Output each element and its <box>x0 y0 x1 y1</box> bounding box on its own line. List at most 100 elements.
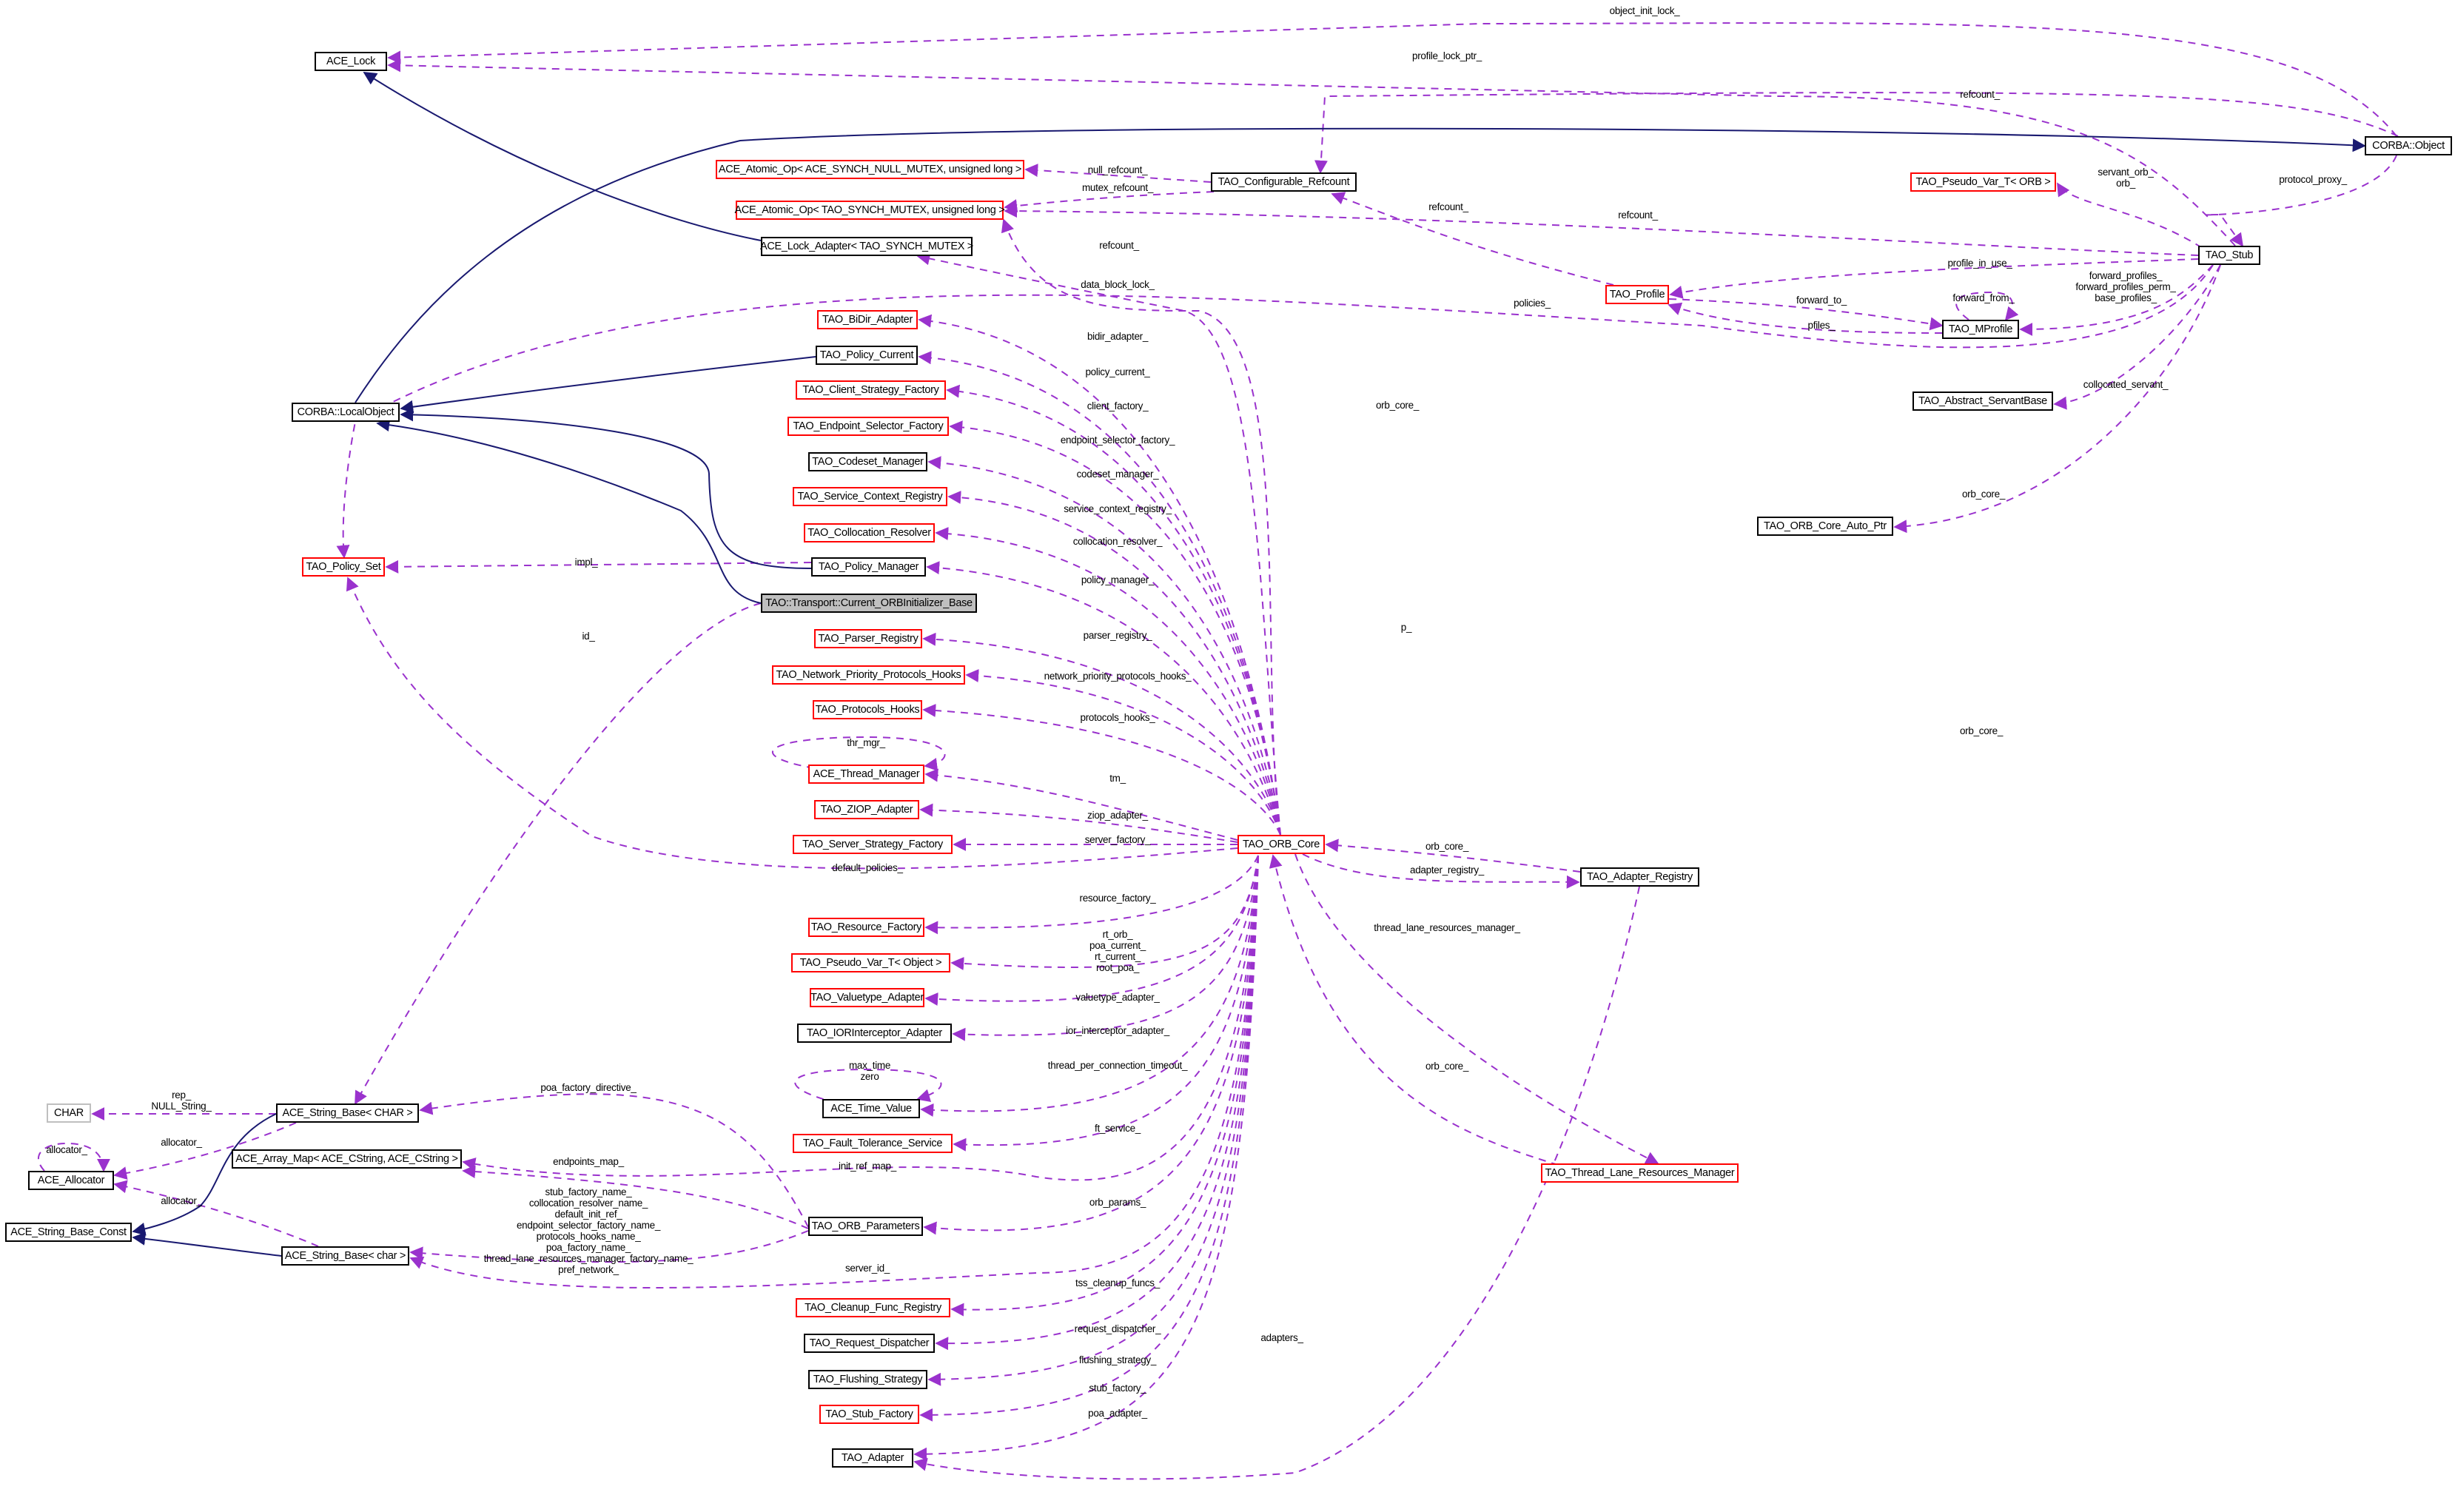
class-node-fault-tolerance-service[interactable]: TAO_Fault_Tolerance_Service <box>793 1134 953 1153</box>
usage-edge <box>1668 298 1944 331</box>
class-node-tao-mprofile[interactable]: TAO_MProfile <box>1942 320 2019 339</box>
class-node-stub-factory[interactable]: TAO_Stub_Factory <box>819 1405 919 1424</box>
usage-edge <box>926 561 1281 836</box>
usage-edge <box>1302 853 1580 889</box>
class-node-label: TAO_Endpoint_Selector_Factory <box>793 420 944 432</box>
usage-edge <box>1004 204 2199 256</box>
usage-edge <box>1331 192 1614 286</box>
class-node-local-object[interactable]: CORBA::LocalObject <box>292 403 400 422</box>
class-node-label: ACE_Allocator <box>37 1174 105 1186</box>
edge-label: ziop_adapter_ <box>1087 810 1148 821</box>
edge-label: tss_cleanup_funcs_ <box>1075 1277 1160 1288</box>
edge-label: orb_core_ <box>1959 725 2004 736</box>
class-node-label: TAO_BiDir_Adapter <box>822 313 913 326</box>
class-node-label: ACE_Atomic_Op< ACE_SYNCH_NULL_MUTEX, uns… <box>718 163 1022 175</box>
class-node-orb-core-auto-ptr[interactable]: TAO_ORB_Core_Auto_Ptr <box>1757 517 1893 536</box>
class-node-label: TAO_Cleanup_Func_Registry <box>805 1301 941 1314</box>
edge-label: adapters_ <box>1260 1332 1303 1343</box>
class-node-pseudo-var-object[interactable]: TAO_Pseudo_Var_T< Object > <box>791 953 950 972</box>
edge-label: profile_in_use_ <box>1947 258 2012 269</box>
class-node-bidir-adapter[interactable]: TAO_BiDir_Adapter <box>817 310 918 329</box>
class-node-ace-lock[interactable]: ACE_Lock <box>315 52 387 71</box>
class-node-char[interactable]: CHAR <box>47 1103 91 1123</box>
edge-label: refcount_ <box>1099 240 1139 251</box>
edge-label: endpoint_selector_factory_ <box>1060 434 1175 446</box>
usage-edge <box>922 632 1281 836</box>
class-node-service-context-registry[interactable]: TAO_Service_Context_Registry <box>793 487 947 506</box>
usage-edge <box>1314 92 2399 174</box>
class-node-network-priority-hooks[interactable]: TAO_Network_Priority_Protocols_Hooks <box>772 665 965 685</box>
class-node-label: TAO_Collocation_Resolver <box>807 526 931 539</box>
usage-edge <box>953 855 1259 1152</box>
class-node-codeset-manager[interactable]: TAO_Codeset_Manager <box>808 452 927 471</box>
class-node-resource-factory[interactable]: TAO_Resource_Factory <box>808 918 924 937</box>
class-node-parser-registry[interactable]: TAO_Parser_Registry <box>814 629 922 648</box>
class-node-corba-object[interactable]: CORBA::Object <box>2365 136 2452 155</box>
class-node-adapter-registry[interactable]: TAO_Adapter_Registry <box>1580 867 1699 887</box>
usage-edge <box>1294 853 1659 1164</box>
edge-label: valuetype_adapter_ <box>1075 992 1160 1003</box>
usage-edge <box>794 1068 942 1103</box>
class-node-label: ACE_Thread_Manager <box>813 767 920 780</box>
class-node-time-value[interactable]: ACE_Time_Value <box>822 1099 920 1118</box>
class-node-tao-adapter[interactable]: TAO_Adapter <box>832 1448 913 1468</box>
class-node-flushing-strategy[interactable]: TAO_Flushing_Strategy <box>808 1370 927 1389</box>
class-node-label: ACE_String_Base< char > <box>284 1249 406 1262</box>
class-node-lock-adapter[interactable]: ACE_Lock_Adapter< TAO_SYNCH_MUTEX > <box>760 237 973 256</box>
edge-label: rep_ NULL_String_ <box>151 1089 212 1112</box>
edge-label: stub_factory_name_ collocation_resolver_… <box>483 1186 693 1275</box>
class-node-protocols-hooks[interactable]: TAO_Protocols_Hooks <box>813 700 922 719</box>
edge-label: orb_params_ <box>1089 1197 1146 1208</box>
edge-label: max_time zero <box>848 1060 891 1082</box>
usage-edge <box>346 577 1238 870</box>
usage-edge <box>952 855 1259 1041</box>
class-node-cleanup-func-registry[interactable]: TAO_Cleanup_Func_Registry <box>796 1298 950 1317</box>
edge-label: refcount_ <box>1618 209 1658 221</box>
edge-label: flushing_strategy_ <box>1078 1354 1157 1365</box>
class-node-abstract-servantbase[interactable]: TAO_Abstract_ServantBase <box>1912 392 2053 411</box>
class-node-policy-current[interactable]: TAO_Policy_Current <box>816 346 918 365</box>
edge-label: servant_orb_ orb_ <box>2098 167 2154 189</box>
edge-label: ior_interceptor_adapter_ <box>1066 1025 1169 1036</box>
class-node-iorinterceptor-adapter[interactable]: TAO_IORInterceptor_Adapter <box>797 1024 952 1043</box>
usage-edge <box>772 736 946 771</box>
usage-edges <box>37 22 2399 1480</box>
edge-label: thread_per_connection_timeout_ <box>1047 1060 1188 1071</box>
class-node-tao-profile[interactable]: TAO_Profile <box>1605 285 1669 304</box>
class-node-configurable-refcount[interactable]: TAO_Configurable_Refcount <box>1211 172 1357 192</box>
class-node-orb-core[interactable]: TAO_ORB_Core <box>1237 835 1325 854</box>
usage-edge <box>1893 264 2221 534</box>
edge-label: poa_factory_directive_ <box>540 1082 637 1093</box>
class-node-thread-lane-resources-manager[interactable]: TAO_Thread_Lane_Resources_Manager <box>1541 1163 1739 1183</box>
class-node-string-base-CHAR[interactable]: ACE_String_Base< CHAR > <box>276 1103 419 1123</box>
edge-label: forward_from_ <box>1952 292 2015 303</box>
class-node-policy-manager[interactable]: TAO_Policy_Manager <box>811 557 926 577</box>
usage-edge <box>387 22 2397 137</box>
class-node-tao-stub[interactable]: TAO_Stub <box>2198 246 2260 265</box>
class-node-policy-set[interactable]: TAO_Policy_Set <box>302 557 385 577</box>
edge-label: adapter_registry_ <box>1410 864 1484 876</box>
class-node-string-base-const[interactable]: ACE_String_Base_Const <box>5 1223 132 1242</box>
class-node-server-strategy-factory[interactable]: TAO_Server_Strategy_Factory <box>793 835 953 854</box>
class-node-orb-parameters[interactable]: TAO_ORB_Parameters <box>808 1217 923 1236</box>
class-node-valuetype-adapter[interactable]: TAO_Valuetype_Adapter <box>810 988 924 1007</box>
usage-edge <box>2204 155 2397 247</box>
edge-label: parser_registry_ <box>1083 630 1152 641</box>
class-node-string-base-char[interactable]: ACE_String_Base< char > <box>281 1246 409 1266</box>
usage-edge <box>2019 264 2214 336</box>
class-node-array-map[interactable]: ACE_Array_Map< ACE_CString, ACE_CString … <box>232 1149 462 1169</box>
class-node-request-dispatcher[interactable]: TAO_Request_Dispatcher <box>804 1334 935 1353</box>
class-node-collocation-resolver[interactable]: TAO_Collocation_Resolver <box>804 523 935 542</box>
class-node-label: TAO::Transport::Current_ORBInitializer_B… <box>765 597 973 609</box>
usage-edge <box>935 526 1281 836</box>
class-node-pseudo-var-orb[interactable]: TAO_Pseudo_Var_T< ORB > <box>1910 172 2056 192</box>
class-node-ace-allocator[interactable]: ACE_Allocator <box>28 1171 114 1190</box>
class-node-atomic-null[interactable]: ACE_Atomic_Op< ACE_SYNCH_NULL_MUTEX, uns… <box>716 160 1024 179</box>
class-node-label: TAO_Pseudo_Var_T< ORB > <box>1915 175 2051 188</box>
class-node-atomic-mutex[interactable]: ACE_Atomic_Op< TAO_SYNCH_MUTEX, unsigned… <box>735 201 1005 220</box>
class-node-thread-manager[interactable]: ACE_Thread_Manager <box>808 765 924 784</box>
class-node-client-strategy-factory[interactable]: TAO_Client_Strategy_Factory <box>796 380 946 400</box>
class-node-label: TAO_Protocols_Hooks <box>815 703 920 716</box>
class-node-ziop-adapter[interactable]: TAO_ZIOP_Adapter <box>814 800 919 819</box>
class-node-endpoint-selector-factory[interactable]: TAO_Endpoint_Selector_Factory <box>787 417 949 436</box>
